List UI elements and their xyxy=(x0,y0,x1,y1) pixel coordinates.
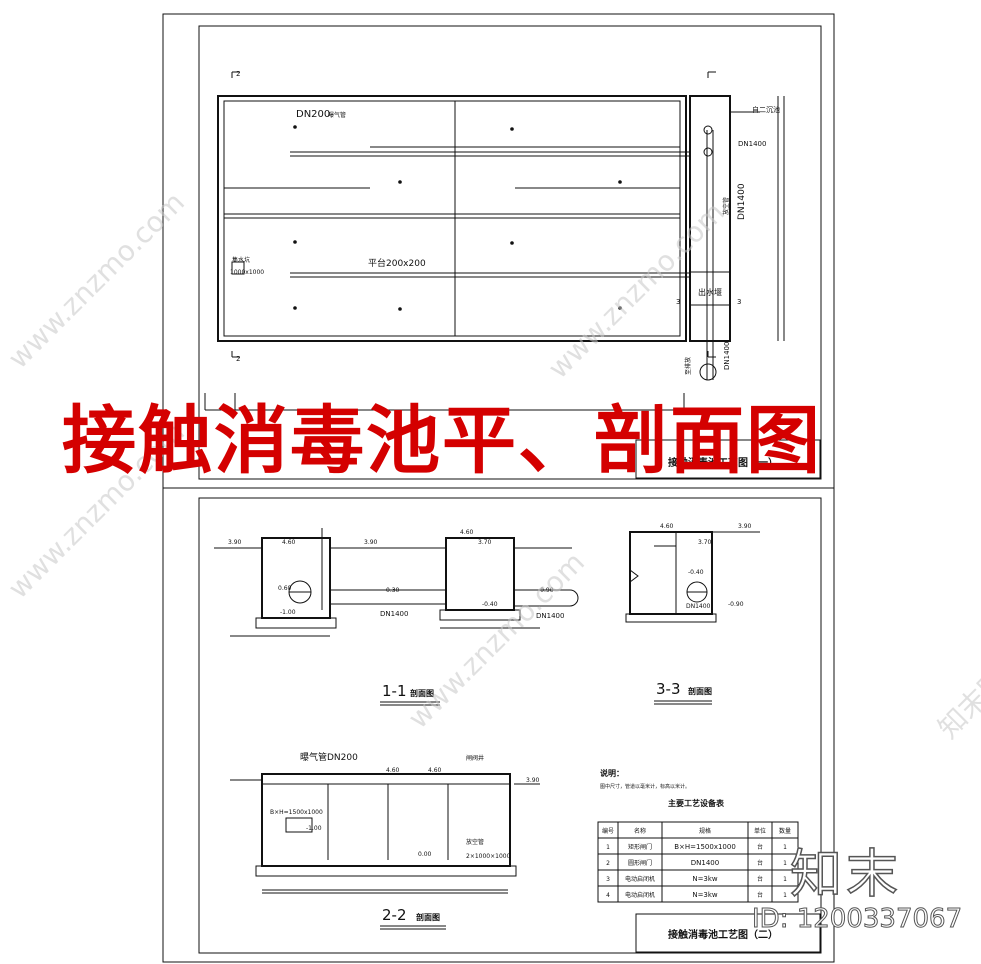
table-header-cell: 名称 xyxy=(634,827,646,835)
watermark-5: 知末网 xyxy=(932,662,981,745)
plan-label-drain: 放空管 xyxy=(722,197,730,215)
s33-caption: 3-3 xyxy=(656,680,681,698)
table-cell: 台 xyxy=(757,843,763,851)
table-cell: B×H=1500x1000 xyxy=(674,843,736,851)
document-id: ID: 1200337067 xyxy=(751,904,963,935)
plan-label-box-size: 1000x1000 xyxy=(230,269,264,276)
s11-caption: 1-1 xyxy=(382,682,407,700)
table-cell: N=3kw xyxy=(692,875,718,883)
s33-level-d: -0.40 xyxy=(688,569,704,576)
s11-level-f: 0.60 xyxy=(278,585,292,592)
s33-level-a: 4.60 xyxy=(660,523,674,530)
table-header-cell: 单位 xyxy=(754,827,766,835)
s22-gate: B×H=1500x1000 xyxy=(270,809,323,816)
s33-level-c: 3.70 xyxy=(698,539,712,546)
table-cell: DN1400 xyxy=(691,859,719,867)
s22-lvl-c: 3.90 xyxy=(526,777,540,784)
s33-pipe: DN1400 xyxy=(686,603,711,610)
plan-label-dn1400-b: DN1400 xyxy=(737,183,747,220)
plan-label-dn1400-a: DN1400 xyxy=(738,140,766,148)
table-header-cell: 编号 xyxy=(602,827,614,835)
watermark-4: www.znzmo.com xyxy=(402,546,591,735)
plan-mark-2b: 2 xyxy=(236,355,240,363)
section-3-3: 4.60 3.90 3.70 -0.40 -0.90 DN1400 3-3 剖面… xyxy=(625,523,760,705)
plan-label-duct: 平台200x200 xyxy=(368,257,426,269)
s22-lvl-e: -1.00 xyxy=(306,825,322,832)
table-cell: 1 xyxy=(783,876,787,883)
s22-valve: 闸阀井 xyxy=(466,754,484,762)
s11-level-b: 4.60 xyxy=(282,539,296,546)
s22-caption-suffix: 剖面图 xyxy=(416,912,440,922)
notes-heading: 说明： xyxy=(600,768,624,778)
plan-label-dn200: DN200 xyxy=(296,109,330,120)
notes-block: 说明： 图中尺寸，管道以毫米计，标高以米计。 xyxy=(600,768,690,790)
s11-caption-suffix: 剖面图 xyxy=(410,688,434,698)
table-cell: 3 xyxy=(606,876,610,883)
table-cell: 电动启闭机 xyxy=(625,891,655,899)
section-2-2: 曝气管DN200 闸阀井 B×H=1500x1000 放空管 2×1000×10… xyxy=(230,751,540,930)
table-cell: 4 xyxy=(606,892,610,899)
s22-pit: 2×1000×1000 xyxy=(466,853,511,860)
plan-label-dn1400-c: DN1400 xyxy=(723,342,731,370)
equipment-table: 主要工艺设备表 编号 名称 规格 单位 数量 1 矩形闸门 B×H=1500x1000 台 1 2 圆… xyxy=(597,798,799,903)
table-cell: 矩形闸门 xyxy=(628,843,652,851)
table-header-cell: 数量 xyxy=(779,827,791,835)
brand-logo: 知末 xyxy=(789,844,903,906)
s11-level-h: 0.30 xyxy=(386,587,400,594)
s11-pipe2: DN1400 xyxy=(536,612,564,620)
sheet-2-border xyxy=(162,487,835,963)
sheet-2-frame xyxy=(198,497,822,954)
s11-pipe: DN1400 xyxy=(380,610,408,618)
table-cell: 1 xyxy=(606,844,610,851)
sheet2-titleblock: 接触消毒池工艺图（二） xyxy=(668,928,778,941)
s11-level-g: -1.00 xyxy=(280,609,296,616)
s11-level-a: 3.90 xyxy=(228,539,242,546)
s11-level-d: 4.60 xyxy=(460,529,474,536)
plan-titleblock: 接触消毒池工艺图（一） xyxy=(668,456,778,469)
sheet-1-frame xyxy=(198,25,822,480)
s33-caption-suffix: 剖面图 xyxy=(688,686,712,696)
s11-level-e: 3.70 xyxy=(478,539,492,546)
table-cell: 2 xyxy=(606,860,610,867)
plan-view: DN200 曝气管 平台200x200 集水坑 1000x1000 DN1400… xyxy=(204,70,821,479)
table-cell: 台 xyxy=(757,875,763,883)
plan-label-weir: 出水堰 xyxy=(698,287,722,297)
s22-lvl-d: 0.00 xyxy=(418,851,432,858)
plan-label-outlet: 至排放 xyxy=(684,357,692,375)
section-1-1: 3.90 4.60 3.90 4.60 3.70 0.60 -1.00 0.30… xyxy=(214,528,579,706)
table-cell: 台 xyxy=(757,859,763,867)
table-cell: 台 xyxy=(757,891,763,899)
s22-drain: 放空管 xyxy=(466,838,484,846)
s11-level-i: -0.40 xyxy=(482,601,498,608)
s11-level-c: 3.90 xyxy=(364,539,378,546)
plan-mark-3b: 3 xyxy=(737,298,741,306)
plan-label-inlet: 自二沉池 xyxy=(752,105,780,114)
plan-mark-2a: 2 xyxy=(236,70,240,78)
table-cell: 圆形闸门 xyxy=(628,859,652,867)
table-cell: N=3kw xyxy=(692,891,718,899)
s22-caption: 2-2 xyxy=(382,906,407,924)
table-cell: 电动启闭机 xyxy=(625,875,655,883)
table-cell: 1 xyxy=(783,860,787,867)
equipment-table-title: 主要工艺设备表 xyxy=(668,798,725,808)
title-overlay: 接触消毒池平、剖面图 xyxy=(62,398,822,484)
plan-label-box-note: 集水坑 xyxy=(232,256,250,264)
plan-mark-3a: 3 xyxy=(676,298,680,306)
s22-lvl-b: 4.60 xyxy=(428,767,442,774)
s11-level-j: -0.90 xyxy=(538,587,554,594)
s33-level-e: -0.90 xyxy=(728,601,744,608)
notes-line1: 图中尺寸，管道以毫米计，标高以米计。 xyxy=(600,783,690,790)
s22-air: 曝气管DN200 xyxy=(300,751,358,763)
s33-level-b: 3.90 xyxy=(738,523,752,530)
table-cell: 1 xyxy=(783,892,787,899)
s22-lvl-a: 4.60 xyxy=(386,767,400,774)
table-cell: 1 xyxy=(783,844,787,851)
table-header-cell: 规格 xyxy=(699,827,711,835)
plan-label-dn200-note: 曝气管 xyxy=(328,111,346,119)
